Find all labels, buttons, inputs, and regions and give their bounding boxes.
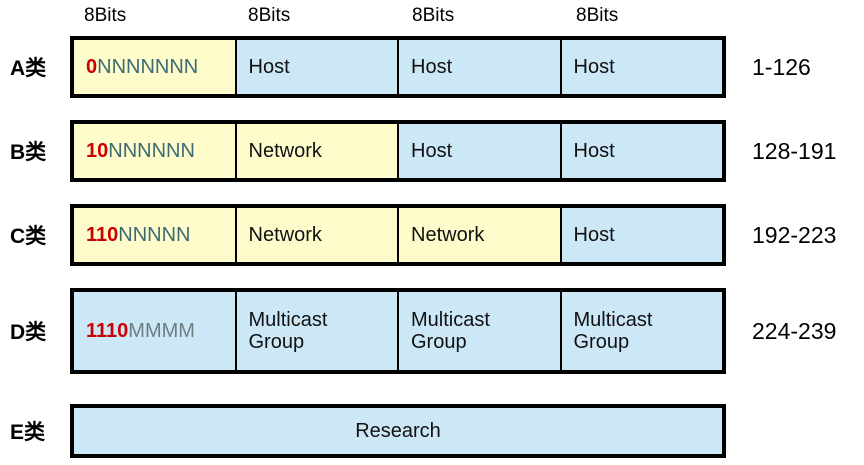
variable-bits-b: NNNNNN [108,140,195,162]
octet-cell-label: Network [248,139,322,162]
octet-cell-label: Host [573,55,615,78]
bits-label: 8Bits [576,4,619,26]
bits-label: 8Bits [84,4,127,26]
fixed-bits-a: 0 [86,56,98,78]
octet-cell-c-2: Network [236,208,399,262]
bits-label: 8Bits [412,4,455,26]
octet-cell-label: Network [248,223,322,246]
fixed-bits-d: 1110 [86,320,129,342]
bit-pattern-a: 0NNNNNNN [86,57,198,77]
range-label-a: 1-126 [752,53,811,80]
range-label-c: 192-223 [752,221,837,248]
class-row-e: E类 Research [0,404,864,458]
column-header-cell-4: 8Bits [562,0,726,30]
octet-cell-d-3: Multicast Group [399,292,562,370]
bits-label: 8Bits [248,4,291,26]
octet-cell-label: Host [573,223,615,246]
variable-bits-d: MMMM [128,320,195,342]
bit-pattern-d: 1110MMMM [86,321,195,341]
octet-cell-a-4: Host [561,40,722,94]
class-label-c: C类 [10,225,47,248]
variable-bits-c: NNNNN [118,224,191,246]
octet-cell-e-1: Research [74,408,722,454]
fixed-bits-b: 10 [86,140,109,162]
octet-cell-b-4: Host [561,124,722,178]
octet-cell-a-1: 0NNNNNNN [74,40,237,94]
fixed-bits-c: 110 [86,224,119,246]
octet-cell-label: Multicast Group [411,308,490,353]
octet-cell-a-3: Host [399,40,562,94]
octet-boxes-b: 10NNNNNN Network Host Host [70,120,726,182]
octet-cell-c-1: 110NNNNN [74,208,237,262]
bit-pattern-c: 110NNNNN [86,225,190,245]
octet-boxes-e: Research [70,404,726,458]
class-row-a: A类 0NNNNNNN Host Host Host 1-126 [0,36,864,98]
range-label-d: 224-239 [752,317,837,344]
octet-boxes-c: 110NNNNN Network Network Host [70,204,726,266]
class-label-e: E类 [10,421,46,444]
octet-cell-d-2: Multicast Group [236,292,399,370]
octet-cell-label: Host [411,139,453,162]
octet-boxes-a: 0NNNNNNN Host Host Host [70,36,726,98]
octet-cell-c-4: Host [561,208,722,262]
column-header-row: 8Bits 8Bits 8Bits 8Bits [70,0,726,30]
variable-bits-a: NNNNNNN [97,56,199,78]
class-label-a: A类 [10,57,47,80]
class-row-b: B类 10NNNNNN Network Host Host 128-191 [0,120,864,182]
octet-cell-label: Host [573,139,615,162]
octet-cell-label: Research [355,419,441,442]
class-label-b: B类 [10,141,47,164]
octet-boxes-d: 1110MMMM Multicast Group Multicast Group… [70,288,726,374]
octet-cell-label: Host [411,55,453,78]
octet-cell-b-1: 10NNNNNN [74,124,237,178]
octet-cell-a-2: Host [236,40,399,94]
class-row-d: D类 1110MMMM Multicast Group Multicast Gr… [0,288,864,374]
octet-cell-label: Multicast Group [573,308,653,353]
class-label-d: D类 [10,321,47,344]
octet-cell-label: Host [248,55,290,78]
class-row-c: C类 110NNNNN Network Network Host 192-223 [0,204,864,266]
bit-pattern-b: 10NNNNNN [86,141,195,161]
octet-cell-d-1: 1110MMMM [74,292,237,370]
column-header-cell-1: 8Bits [70,0,234,30]
octet-cell-c-3: Network [399,208,562,262]
octet-cell-label: Network [411,223,485,246]
octet-cell-label: Multicast Group [248,308,328,353]
column-header-cell-2: 8Bits [234,0,398,30]
octet-cell-b-3: Host [399,124,562,178]
octet-cell-b-2: Network [236,124,399,178]
column-header-cell-3: 8Bits [398,0,562,30]
range-label-b: 128-191 [752,137,837,164]
octet-cell-d-4: Multicast Group [561,292,722,370]
